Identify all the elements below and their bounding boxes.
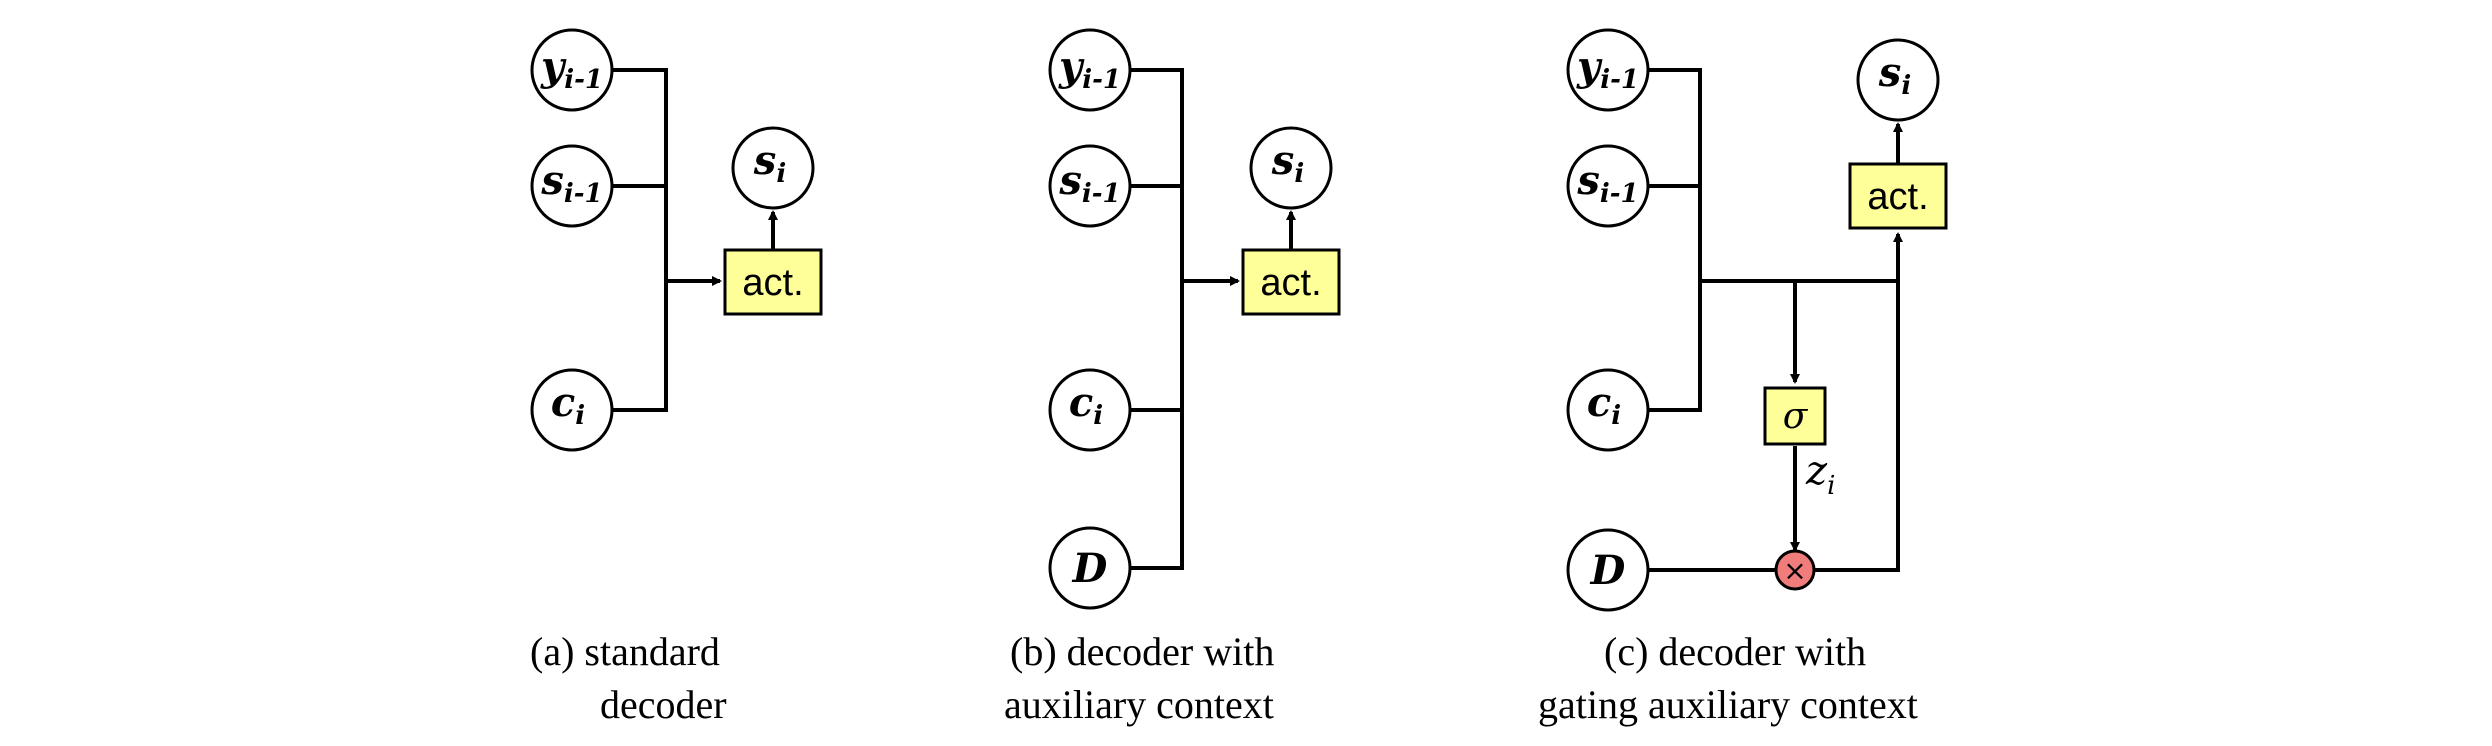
panel-a-act-box: act. [723,248,823,316]
panel-c-merge-bus [1648,68,1702,412]
panel-a-merge-bus [612,68,668,412]
panel-b-merge-bus [1130,68,1184,570]
panel-c-act-box: act. [1848,162,1948,230]
panel-c-sigma-box: σ [1763,386,1827,446]
svg-text:si: si [753,137,786,189]
svg-text:act.: act. [742,262,803,304]
svg-text:ci: ci [1587,379,1621,431]
panel-c-arrow-to-act [1814,232,1903,572]
svg-text:D: D [1072,545,1108,592]
svg-text:yi-1: yi-1 [1576,43,1639,95]
panel-b-caption-line1: (b) decoder with [1010,629,1274,674]
panel-c-caption-line2: gating auxiliary context [1538,682,1918,727]
svg-text:zi: zi [1805,448,1835,501]
svg-text:si-1: si-1 [540,157,602,209]
svg-text:σ: σ [1783,396,1809,437]
svg-text:ci: ci [551,379,585,431]
panel-a-caption-line1: (a) standard [530,629,720,674]
svg-text:yi-1: yi-1 [1058,43,1121,95]
panel-c-node-s-prev: si-1 [1566,144,1650,228]
panel-a-node-s-prev: si-1 [530,144,614,228]
panel-a: yi-1 si-1 ci si act. [530,28,823,727]
panel-a-node-y-prev: yi-1 [530,28,614,112]
svg-text:si: si [1878,49,1911,101]
panel-b-caption-line2: auxiliary context [1004,682,1274,727]
panel-b-node-c: ci [1048,368,1132,452]
svg-text:yi-1: yi-1 [540,43,603,95]
svg-text:si: si [1271,137,1304,189]
panel-a-node-c: ci [530,368,614,452]
panel-b: yi-1 si-1 ci D si [1004,28,1341,727]
panel-c-node-s-out: si [1856,38,1940,122]
panel-c-caption-line1: (c) decoder with [1604,629,1866,674]
svg-text:si-1: si-1 [1058,157,1120,209]
svg-text:ci: ci [1069,379,1103,431]
multiply-icon: × [1783,554,1806,587]
panel-b-node-d: D [1048,526,1132,610]
panel-c-multiply-node: × [1774,549,1816,591]
panel-c-node-c: ci [1566,368,1650,452]
panel-c-node-d: D [1566,528,1650,612]
panel-a-caption-line2: decoder [600,682,727,727]
panel-b-act-box: act. [1241,248,1341,316]
panel-b-node-s-prev: si-1 [1048,144,1132,228]
panel-b-node-y-prev: yi-1 [1048,28,1132,112]
panel-c-gate-label: zi [1805,448,1835,501]
panel-c-node-y-prev: yi-1 [1566,28,1650,112]
panel-a-node-s-out: si [731,126,815,210]
panel-c: yi-1 si-1 ci D si [1538,28,1948,727]
svg-text:act.: act. [1260,262,1321,304]
svg-text:act.: act. [1867,176,1928,218]
svg-text:si-1: si-1 [1576,157,1638,209]
svg-text:D: D [1590,547,1626,594]
panel-b-node-s-out: si [1249,126,1333,210]
